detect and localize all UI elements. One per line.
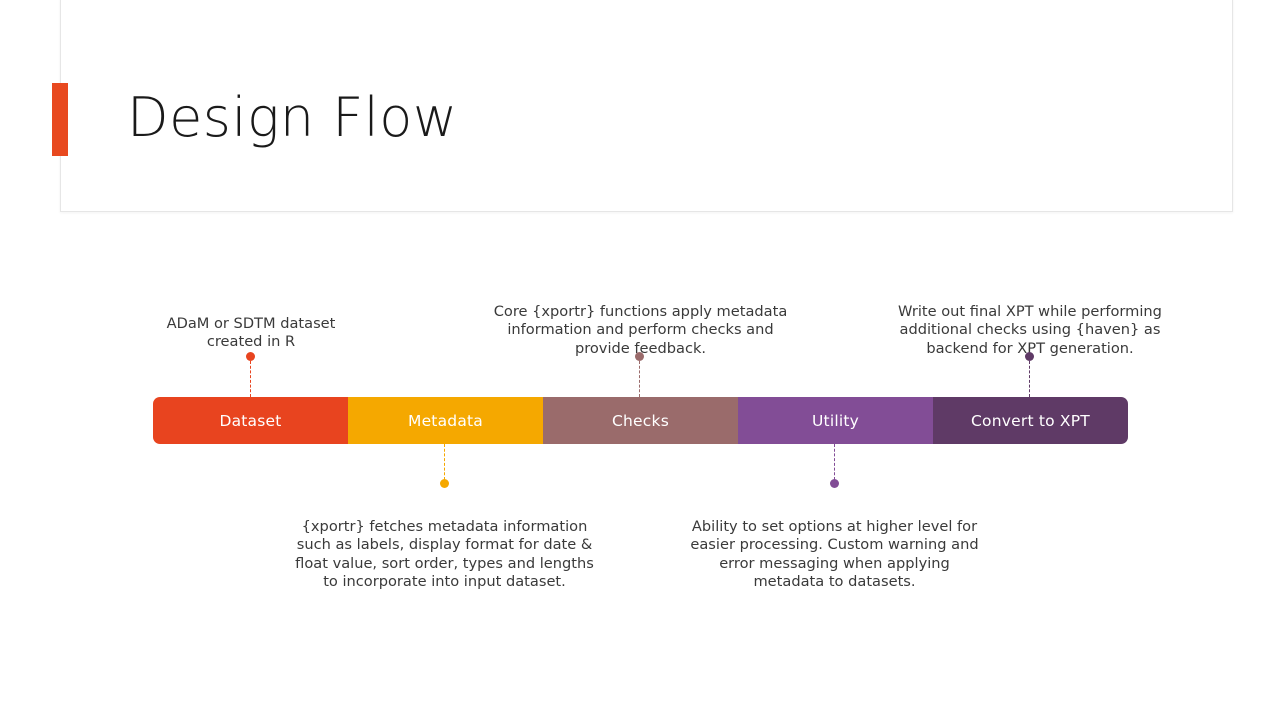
- checks-callout: Core {xportr} functions apply metadata i…: [483, 284, 798, 358]
- checks-callout-connector: [639, 361, 640, 397]
- page-title: Design Flow: [127, 86, 458, 149]
- utility-callout: Ability to set options at higher level f…: [672, 499, 997, 592]
- process-segment-metadata-label: Metadata: [408, 411, 483, 430]
- process-segment-convert-to-xpt[interactable]: Convert to XPT: [933, 397, 1128, 444]
- convert-callout-text: Write out final XPT while performing add…: [898, 302, 1162, 357]
- metadata-callout-connector: [444, 444, 445, 480]
- process-segment-dataset[interactable]: Dataset: [153, 397, 348, 444]
- checks-callout-dot: [635, 352, 644, 361]
- process-segment-utility-label: Utility: [812, 411, 859, 430]
- metadata-callout: {xportr} fetches metadata information su…: [282, 499, 607, 592]
- utility-callout-text: Ability to set options at higher level f…: [690, 517, 979, 591]
- utility-callout-connector: [834, 444, 835, 480]
- process-segment-dataset-label: Dataset: [219, 411, 282, 430]
- checks-callout-text: Core {xportr} functions apply metadata i…: [493, 302, 788, 357]
- process-segment-convert-to-xpt-label: Convert to XPT: [971, 411, 1090, 430]
- convert-callout: Write out final XPT while performing add…: [874, 284, 1186, 358]
- convert-callout-dot: [1025, 352, 1034, 361]
- title-card: [60, 0, 1233, 212]
- metadata-callout-text: {xportr} fetches metadata information su…: [295, 517, 594, 591]
- utility-callout-dot: [830, 479, 839, 488]
- process-segment-checks-label: Checks: [612, 411, 669, 430]
- title-accent-bar: [52, 83, 68, 156]
- process-segment-checks[interactable]: Checks: [543, 397, 738, 444]
- dataset-callout: ADaM or SDTM dataset created in R: [136, 296, 366, 352]
- dataset-callout-text: ADaM or SDTM dataset created in R: [166, 314, 336, 351]
- process-segment-metadata[interactable]: Metadata: [348, 397, 543, 444]
- metadata-callout-dot: [440, 479, 449, 488]
- convert-callout-connector: [1029, 361, 1030, 397]
- process-flow-bar: Dataset Metadata Checks Utility Convert …: [153, 397, 1128, 444]
- process-segment-utility[interactable]: Utility: [738, 397, 933, 444]
- dataset-callout-connector: [250, 361, 251, 397]
- dataset-callout-dot: [246, 352, 255, 361]
